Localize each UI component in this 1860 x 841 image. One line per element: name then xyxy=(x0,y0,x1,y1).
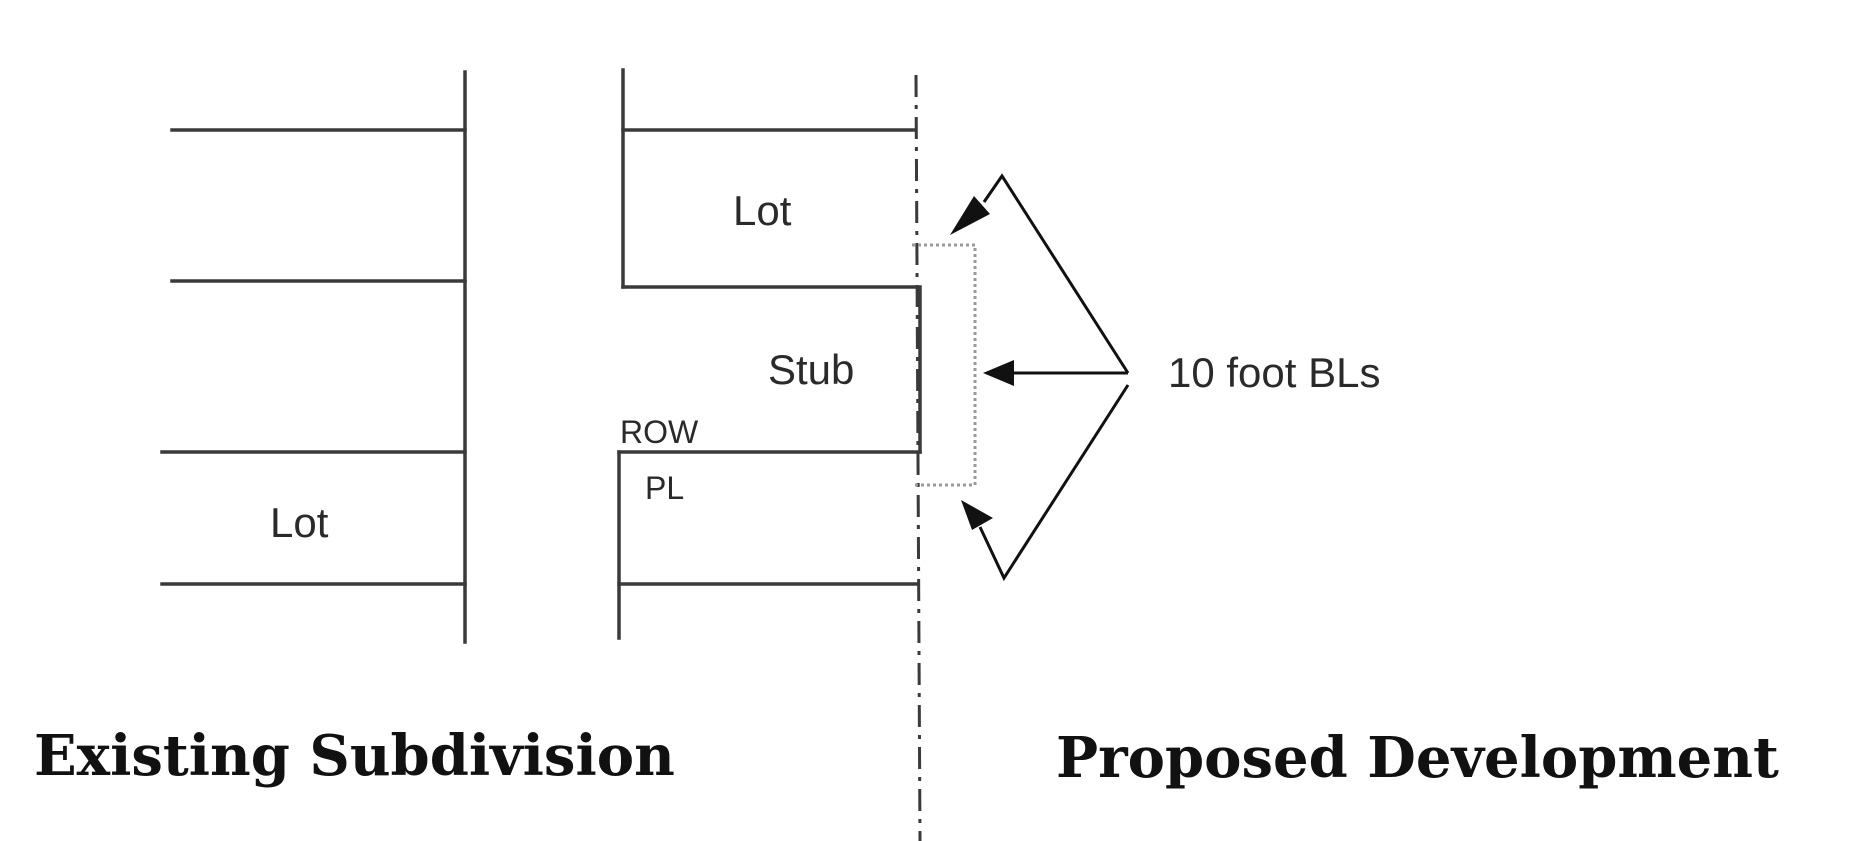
lot-label-lower: Lot xyxy=(270,499,329,546)
setback-callout-label: 10 foot BLs xyxy=(1168,349,1380,396)
stub-label: Stub xyxy=(768,346,854,393)
pl-label: PL xyxy=(645,470,684,506)
callout-bottom-line xyxy=(978,384,1130,582)
proposed-development-heading: Proposed Development xyxy=(1056,725,1779,791)
subdivision-boundary-line xyxy=(914,74,922,841)
lot-label-upper: Lot xyxy=(733,187,792,234)
arrowhead-middle xyxy=(983,360,1014,386)
row-label: ROW xyxy=(620,414,699,450)
existing-subdivision-heading: Existing Subdivision xyxy=(34,723,675,789)
building-line-setback xyxy=(912,243,977,487)
callout-top-line xyxy=(982,173,1130,374)
arrowhead-bottom xyxy=(961,500,993,530)
arrowhead-top xyxy=(950,196,990,235)
